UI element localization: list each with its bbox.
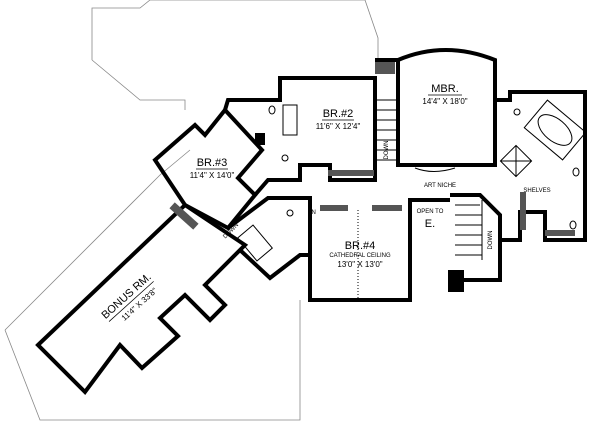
stairs-upper: [376, 99, 396, 161]
closets: [169, 62, 575, 292]
room-size: 11'4" X 14'0": [190, 171, 235, 180]
room-name: BR.#3: [197, 157, 228, 169]
shower: [499, 144, 533, 178]
fixtures: [236, 99, 587, 298]
bathtub-br2: [282, 104, 298, 136]
open-to-label: OPEN TO: [417, 209, 444, 215]
art-niche-arc: [414, 167, 456, 172]
br4-label: BR.#4 CATHEDRAL CEILING 13'0" X 13'0": [329, 240, 391, 269]
room-size: 13'0" X 13'0": [337, 260, 382, 269]
open-to-label-2: E.: [425, 218, 435, 230]
roof-outline: [4, 0, 379, 421]
sink-icon: [572, 167, 580, 177]
room-note: CATHEDRAL CEILING: [329, 253, 391, 259]
mbr-curved-wall: [397, 48, 497, 100]
lower-wall: [238, 248, 310, 281]
bathtub: [537, 114, 573, 146]
room-name: MBR.: [431, 83, 459, 95]
br3-wall: [152, 106, 265, 231]
hall-wall: [226, 196, 450, 302]
sink-icon: [513, 108, 521, 116]
mbr-label: MBR. 14'4" X 18'0": [422, 83, 467, 106]
tub-surround: [523, 99, 587, 161]
mbr-wall: [375, 58, 587, 242]
room-size: 14'4" X 18'0": [422, 97, 467, 106]
down-label: DOWN: [384, 141, 390, 160]
art-niche-label: ART NICHE: [424, 183, 456, 189]
br2-wall: [223, 76, 377, 197]
room-name: BR.#2: [323, 108, 354, 120]
br2-label: BR.#2 11'6" X 12'4": [316, 108, 361, 131]
br3-label: BR.#3 11'4" X 14'0": [190, 157, 235, 180]
stairs-main: [455, 200, 483, 260]
shelves-label: SHELVES: [523, 188, 550, 194]
walls: [35, 48, 587, 396]
linen-label: LN: [308, 210, 316, 216]
toilet-icon: [569, 220, 577, 230]
bathtub-hall: [236, 224, 274, 262]
sink-icon: [281, 154, 289, 162]
room-name: BR.#4: [345, 240, 376, 252]
room-size: 11'6" X 12'4": [316, 122, 361, 131]
toilet-icon: [268, 105, 276, 115]
bonus-room-wall: [35, 202, 249, 396]
sink-icon: [286, 209, 294, 217]
down-label: DOWN: [488, 231, 494, 250]
